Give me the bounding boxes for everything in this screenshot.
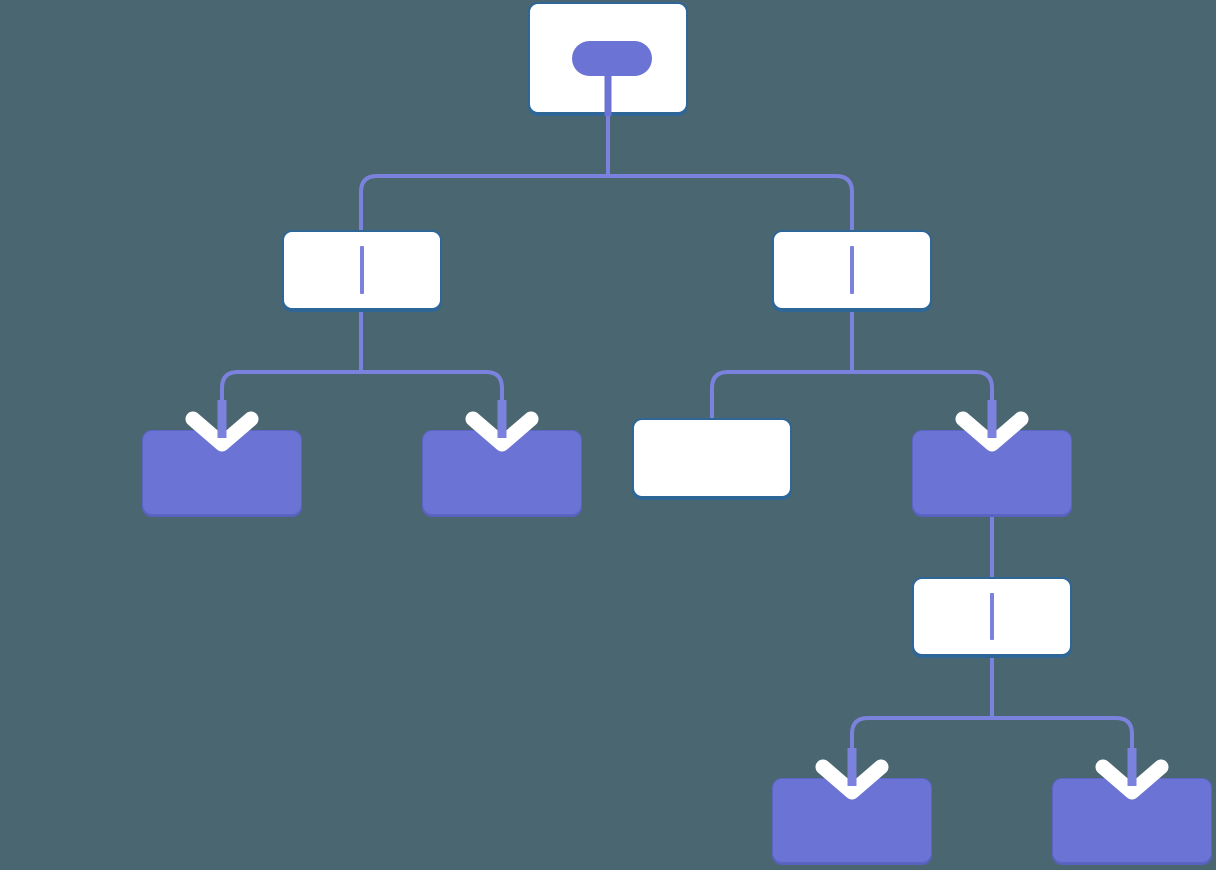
branch-node-right[interactable]	[772, 230, 932, 310]
edge-left-to-left-b	[359, 310, 504, 432]
node-inner-bar-icon	[850, 246, 854, 294]
root-stem-icon	[604, 72, 612, 116]
edge-left-to-left-a	[220, 310, 363, 432]
edge-b1-to-bottom-a	[850, 656, 994, 780]
edge-right-to-right-a	[710, 310, 854, 418]
edge-root-to-left	[359, 114, 610, 230]
leaf-node-left-a[interactable]	[142, 430, 302, 515]
branch-node-right-b[interactable]	[912, 430, 1072, 515]
leaf-node-right-a[interactable]	[632, 418, 792, 498]
leaf-node-left-b[interactable]	[422, 430, 582, 515]
edge-right-to-right-b	[850, 310, 994, 432]
edge-root-to-right	[606, 114, 854, 230]
node-inner-bar-icon	[990, 593, 994, 640]
branch-node-right-b1[interactable]	[912, 577, 1072, 656]
edge-b1-to-bottom-b	[990, 656, 1134, 780]
branch-node-left[interactable]	[282, 230, 442, 310]
leaf-node-bottom-a[interactable]	[772, 778, 932, 863]
root-node[interactable]	[528, 2, 688, 116]
root-pill-icon	[572, 41, 652, 76]
node-inner-bar-icon	[360, 246, 364, 294]
leaf-node-bottom-b[interactable]	[1052, 778, 1212, 863]
